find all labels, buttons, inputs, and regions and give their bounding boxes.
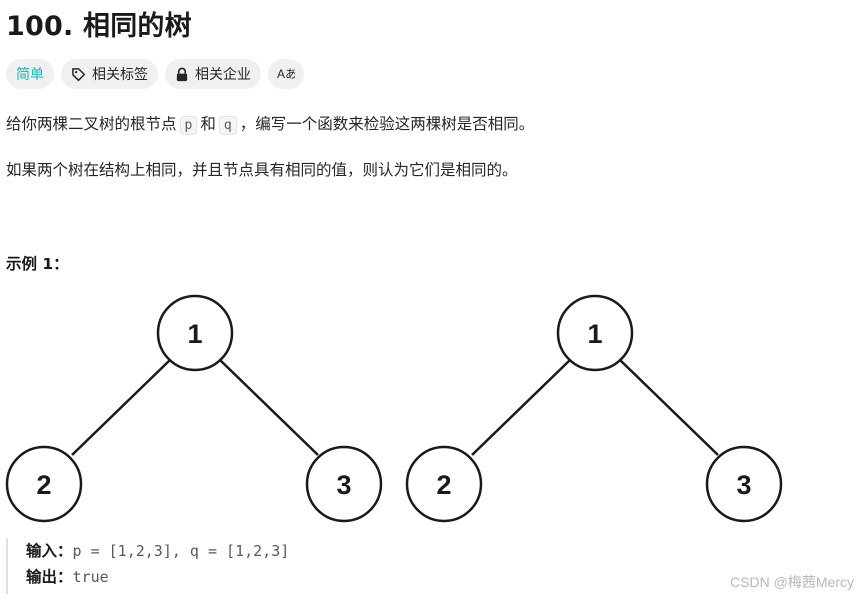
tree-edge (219, 359, 319, 456)
example-output: 输出：true (26, 564, 606, 590)
node-label: 3 (736, 470, 751, 500)
example-title: 示例 1： (6, 255, 69, 273)
translate-button[interactable]: Aあ (268, 59, 304, 89)
example-tree-diagram: 1 2 3 1 2 3 (5, 294, 783, 523)
tree-p: 1 2 3 (5, 294, 383, 523)
desc-text: 和 (200, 115, 216, 133)
tree-q: 1 2 3 (405, 294, 783, 523)
tag-row: 简单 相关标签 相关企业 Aあ (6, 59, 304, 89)
tree-edge (471, 359, 571, 456)
tree-node (705, 445, 783, 523)
tree-node (305, 445, 383, 523)
example-input: 输入：p = [1,2,3], q = [1,2,3] (26, 538, 606, 564)
desc-text: 给你两棵二叉树的根节点 (6, 115, 177, 133)
node-label: 2 (436, 470, 451, 500)
tree-node (156, 294, 234, 372)
related-companies-tag[interactable]: 相关企业 (165, 59, 261, 89)
difficulty-label: 简单 (16, 67, 44, 83)
node-label: 3 (336, 470, 351, 500)
desc-text: ，编写一个函数来检验这两棵树是否相同。 (239, 115, 535, 133)
node-label: 1 (587, 319, 602, 349)
input-label: 输入： (26, 542, 73, 560)
lock-icon (175, 67, 189, 82)
related-topics-tag[interactable]: 相关标签 (61, 59, 158, 89)
tree-node (405, 445, 483, 523)
tree-node (5, 445, 83, 523)
watermark: CSDN @梅茜Mercy (730, 574, 854, 590)
related-topics-label: 相关标签 (92, 67, 148, 83)
node-label: 2 (36, 470, 51, 500)
var-q: q (218, 116, 237, 135)
input-value: p = [1,2,3], q = [1,2,3] (72, 542, 290, 560)
tree-edge (619, 359, 719, 456)
description-paragraph-2: 如果两个树在结构上相同，并且节点具有相同的值，则认为它们是相同的。 (6, 161, 518, 179)
translate-icon: Aあ (277, 66, 295, 82)
var-p: p (179, 116, 198, 135)
node-label: 1 (187, 319, 202, 349)
svg-text:Aあ: Aあ (277, 67, 295, 81)
related-companies-label: 相关企业 (195, 67, 251, 83)
tag-icon (71, 67, 86, 82)
tree-node (556, 294, 634, 372)
tree-edge (71, 359, 171, 456)
problem-title: 100. 相同的树 (6, 11, 192, 42)
output-label: 输出： (26, 568, 73, 586)
example-io-block: 输入：p = [1,2,3], q = [1,2,3] 输出：true (6, 538, 606, 594)
difficulty-tag[interactable]: 简单 (6, 59, 54, 89)
output-value: true (72, 568, 109, 586)
